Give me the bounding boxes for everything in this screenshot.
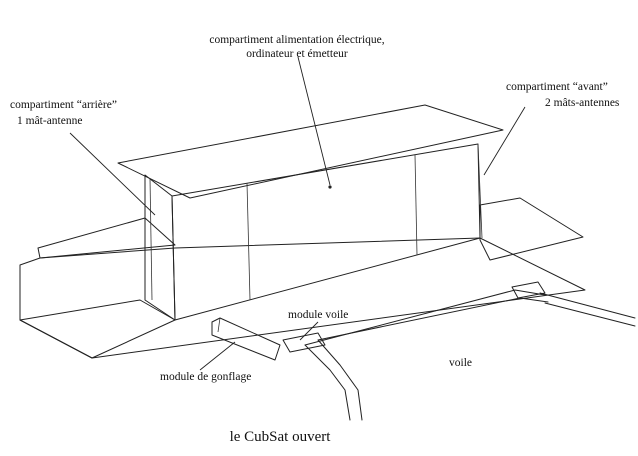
partition-left bbox=[246, 182, 251, 301]
inflation-module-edge bbox=[217, 317, 221, 333]
front-compartment-label-line2: 2 mâts-antennes bbox=[545, 97, 620, 109]
leader-front bbox=[483, 106, 526, 176]
sail-module-label: module voile bbox=[288, 309, 348, 321]
floor-panel bbox=[19, 237, 586, 359]
end-block bbox=[511, 281, 546, 299]
sail-assembly bbox=[211, 281, 636, 421]
right-boom-inner bbox=[544, 302, 636, 327]
sail-boom-outer bbox=[304, 344, 351, 421]
rear-compartment-label-line1: compartiment “arrière” bbox=[10, 99, 117, 111]
inflation-module-block bbox=[211, 317, 281, 361]
leader-sail-module bbox=[299, 321, 319, 341]
power-compartment-label-line2: ordinateur et émetteur bbox=[246, 48, 348, 60]
sail-edge-lower bbox=[317, 297, 549, 341]
inflation-module-label: module de gonflage bbox=[160, 371, 251, 383]
rear-flap-panel bbox=[37, 217, 176, 259]
sail-label: voile bbox=[449, 357, 472, 369]
sail-module-block bbox=[282, 332, 326, 353]
labels: compartiment alimentation électrique, or… bbox=[10, 34, 620, 445]
rear-end-panel bbox=[144, 174, 176, 321]
sail-edge-top bbox=[304, 289, 546, 346]
right-deployed-panel bbox=[479, 197, 584, 261]
front-compartment-label-line1: compartiment “avant” bbox=[506, 81, 608, 93]
rear-compartment-label-line2: 1 mât-antenne bbox=[17, 115, 82, 127]
power-compartment-label-line1: compartiment alimentation électrique, bbox=[209, 34, 384, 46]
right-boom bbox=[539, 292, 636, 319]
rear-panel-edge bbox=[149, 177, 153, 301]
diagram-caption: le CubSat ouvert bbox=[230, 429, 332, 445]
power-compartment-dot bbox=[328, 185, 332, 189]
box-top-face bbox=[117, 104, 504, 199]
leader-power bbox=[297, 56, 331, 186]
leader-rear bbox=[69, 132, 156, 216]
base-panels bbox=[19, 197, 586, 359]
leader-lines bbox=[69, 56, 526, 371]
leader-inflation bbox=[199, 341, 236, 371]
front-end-edge bbox=[477, 143, 483, 239]
partition-right bbox=[414, 154, 418, 256]
box-body bbox=[117, 104, 504, 321]
sail-boom-inner bbox=[317, 339, 363, 421]
